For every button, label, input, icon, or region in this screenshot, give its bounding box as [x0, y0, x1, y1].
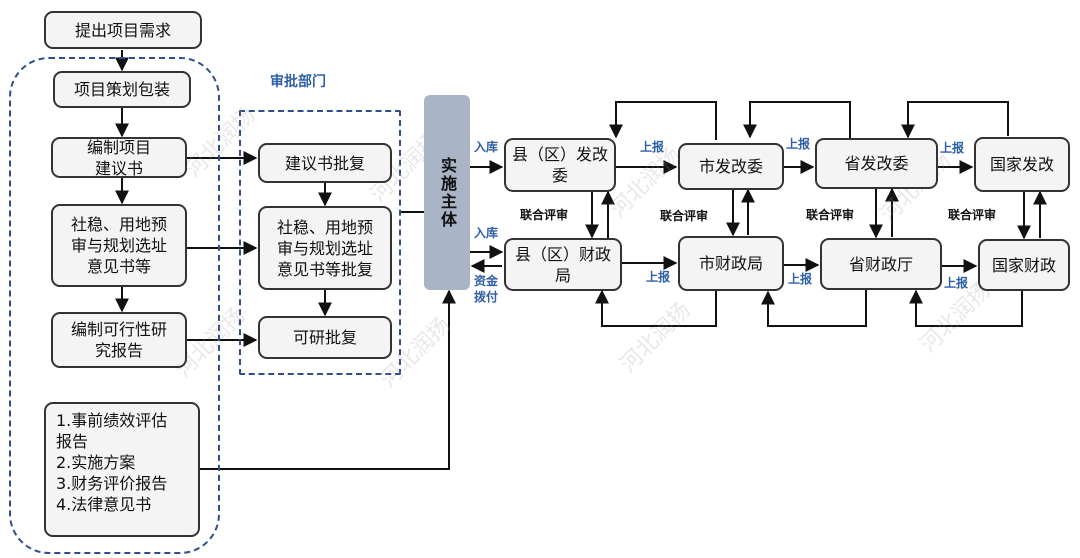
- loop-city-county-reform: [609, 101, 717, 140]
- label-joint-review-city: 联合评审: [660, 209, 709, 223]
- label-joint-review-province: 联合评审: [806, 208, 855, 222]
- label-report-reform-2: 上报: [786, 137, 811, 151]
- loop-province-city-reform: [743, 101, 851, 140]
- label-report-finance-1: 上报: [646, 270, 671, 284]
- node-proposal: 编制项目 建议书: [51, 137, 187, 178]
- node-city-finance: 市财政局: [678, 236, 784, 291]
- approval-title: 审批部门: [270, 74, 326, 90]
- label-joint-review-nation: 联合评审: [948, 208, 997, 222]
- node-feasibility-approval: 可研批复: [258, 316, 392, 359]
- loop-nation-province-reform: [901, 101, 1009, 139]
- node-proposal-approval: 建议书批复: [258, 143, 392, 183]
- node-province-finance: 省财政厅: [820, 238, 942, 290]
- label-report-finance-3: 上报: [944, 276, 969, 290]
- node-nation-reform: 国家发改: [974, 137, 1070, 192]
- node-project-planning: 项目策划包装: [53, 71, 191, 108]
- loop-city-county-finance: [595, 289, 717, 327]
- label-report-finance-2: 上报: [788, 272, 813, 286]
- node-province-reform: 省发改委: [815, 138, 938, 189]
- label-report-reform-3: 上报: [940, 141, 965, 155]
- loop-province-city-finance: [761, 290, 867, 327]
- node-required-documents: 1.事前绩效评估 报告 2.实施方案 3.财务评价报告 4.法律意见书: [44, 402, 200, 537]
- label-report-reform-1: 上报: [640, 140, 665, 154]
- loop-nation-province-finance: [909, 289, 1023, 327]
- implementing-entity: 实施主体: [424, 95, 470, 290]
- label-ruku-finance: 入库: [474, 226, 499, 240]
- node-county-finance: 县（区）财政 局: [504, 238, 622, 291]
- node-opinions-approval: 社稳、用地预 审与规划选址 意见书等批复: [258, 206, 392, 290]
- label-fund-allocation: 资金 拨付: [474, 274, 499, 304]
- node-county-reform: 县（区）发改 委: [504, 138, 616, 192]
- label-joint-review-county: 联合评审: [520, 208, 569, 222]
- preparation-group: [9, 57, 220, 554]
- node-preliminary-opinions: 社稳、用地预 审与规划选址 意见书等: [51, 204, 187, 287]
- approval-group: [239, 110, 401, 375]
- arrow-n6-entity: [200, 289, 456, 470]
- node-city-reform: 市发改委: [678, 143, 784, 190]
- label-ruku-reform: 入库: [474, 140, 499, 154]
- node-propose-demand: 提出项目需求: [44, 11, 202, 49]
- node-feasibility-report: 编制可行性研 究报告: [51, 312, 187, 368]
- node-nation-finance: 国家财政: [978, 239, 1070, 291]
